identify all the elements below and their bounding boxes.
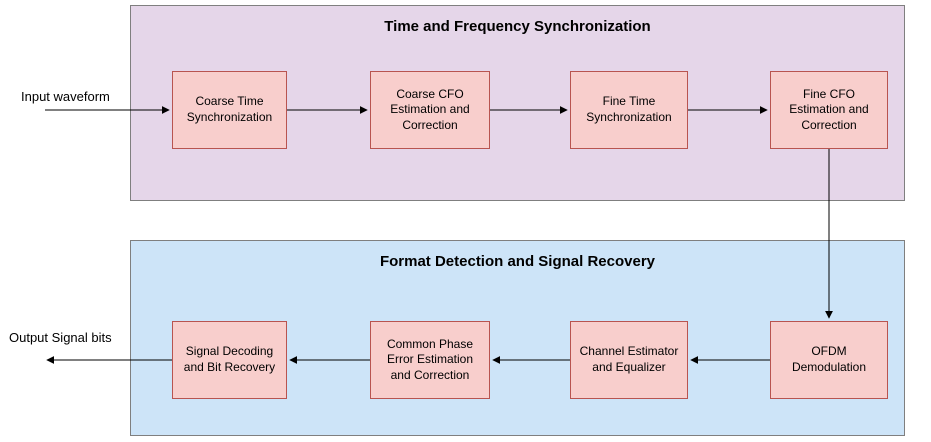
input-waveform-label: Input waveform	[21, 89, 110, 104]
block-ofdm-demodulation: OFDM Demodulation	[770, 321, 888, 399]
group-title-sync: Time and Frequency Synchronization	[384, 18, 651, 35]
block-channel-estimator: Channel Estimator and Equalizer	[570, 321, 688, 399]
block-fine-cfo-estimation: Fine CFO Estimation and Correction	[770, 71, 888, 149]
output-signal-bits-label: Output Signal bits	[9, 330, 112, 345]
group-title-recovery: Format Detection and Signal Recovery	[379, 253, 656, 270]
block-fine-time-sync: Fine Time Synchronization	[570, 71, 688, 149]
block-coarse-cfo-estimation: Coarse CFO Estimation and Correction	[370, 71, 490, 149]
block-common-phase-error: Common Phase Error Estimation and Correc…	[370, 321, 490, 399]
block-coarse-time-sync: Coarse Time Synchronization	[172, 71, 287, 149]
block-signal-decoding: Signal Decoding and Bit Recovery	[172, 321, 287, 399]
